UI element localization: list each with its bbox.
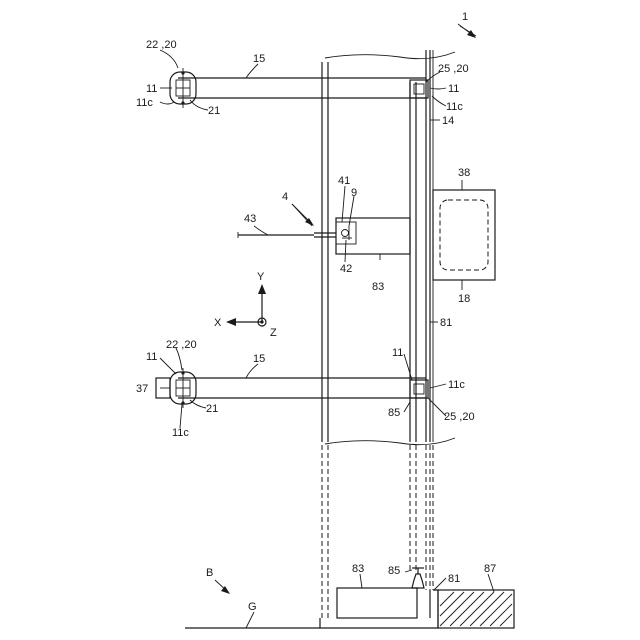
label-part85-bottom: 85 <box>388 565 400 577</box>
label-part9: 9 <box>351 187 357 199</box>
arrows <box>215 24 476 594</box>
label-part11-top-right: 11 <box>448 83 459 95</box>
label-part42: 42 <box>340 263 352 275</box>
column-14 <box>410 50 433 590</box>
bracket-top-right <box>410 80 428 98</box>
label-part87: 87 <box>484 563 496 575</box>
label-part14: 14 <box>442 115 454 127</box>
top-beam <box>178 78 426 98</box>
label-part4: 4 <box>282 191 288 203</box>
panel-38 <box>433 190 495 280</box>
axis-indicator <box>226 284 266 326</box>
label-B: B <box>206 567 213 579</box>
label-axis-y: Y <box>257 271 265 283</box>
label-part83-bottom: 83 <box>352 563 364 575</box>
label-hook-bottom-left: 22 ,20 <box>166 339 197 351</box>
label-part11-bottom-left: 11 <box>146 351 157 363</box>
label-part38: 38 <box>458 167 470 179</box>
label-part11-top-left: 11 <box>146 83 157 95</box>
label-part83-mid: 83 <box>372 281 384 293</box>
label-figure-1: 1 <box>462 11 468 23</box>
label-part21-bottom-left: 21 <box>206 403 218 415</box>
bracket-bottom-right <box>410 380 428 398</box>
label-bracket-bottom-right: 25 ,20 <box>444 411 475 423</box>
label-part21-top-left: 21 <box>208 105 220 117</box>
break-lines <box>325 52 455 445</box>
carriage-83 <box>238 218 410 254</box>
label-part37: 37 <box>136 383 148 395</box>
reference-labels: 1 22 ,20 15 25 ,20 11 11 11c 21 11c 14 3… <box>136 11 496 613</box>
vertical-rail <box>322 62 328 618</box>
label-axis-z: Z <box>270 327 277 339</box>
label-part11c-bottom-right: 11c <box>448 379 465 391</box>
label-part81-bottom: 81 <box>448 573 460 585</box>
label-part85-mid: 85 <box>388 407 400 419</box>
label-part11c-top-left: 11c <box>136 97 153 109</box>
label-bracket-top-right: 25 ,20 <box>438 63 469 75</box>
label-beam-bottom: 15 <box>253 353 265 365</box>
label-part81-mid: 81 <box>440 317 452 329</box>
label-part11c-bottom-left: 11c <box>172 427 189 439</box>
label-part18: 18 <box>458 293 470 305</box>
ground-scene <box>185 568 514 628</box>
label-beam-top: 15 <box>253 53 265 65</box>
label-part11c-top-right: 11c <box>446 101 463 113</box>
label-part11-bottom-right: 11 <box>392 347 403 359</box>
label-hook-top-left: 22 ,20 <box>146 39 177 51</box>
label-G: G <box>248 601 257 613</box>
label-part43: 43 <box>244 213 256 225</box>
label-axis-x: X <box>214 317 222 329</box>
label-part41: 41 <box>338 175 350 187</box>
